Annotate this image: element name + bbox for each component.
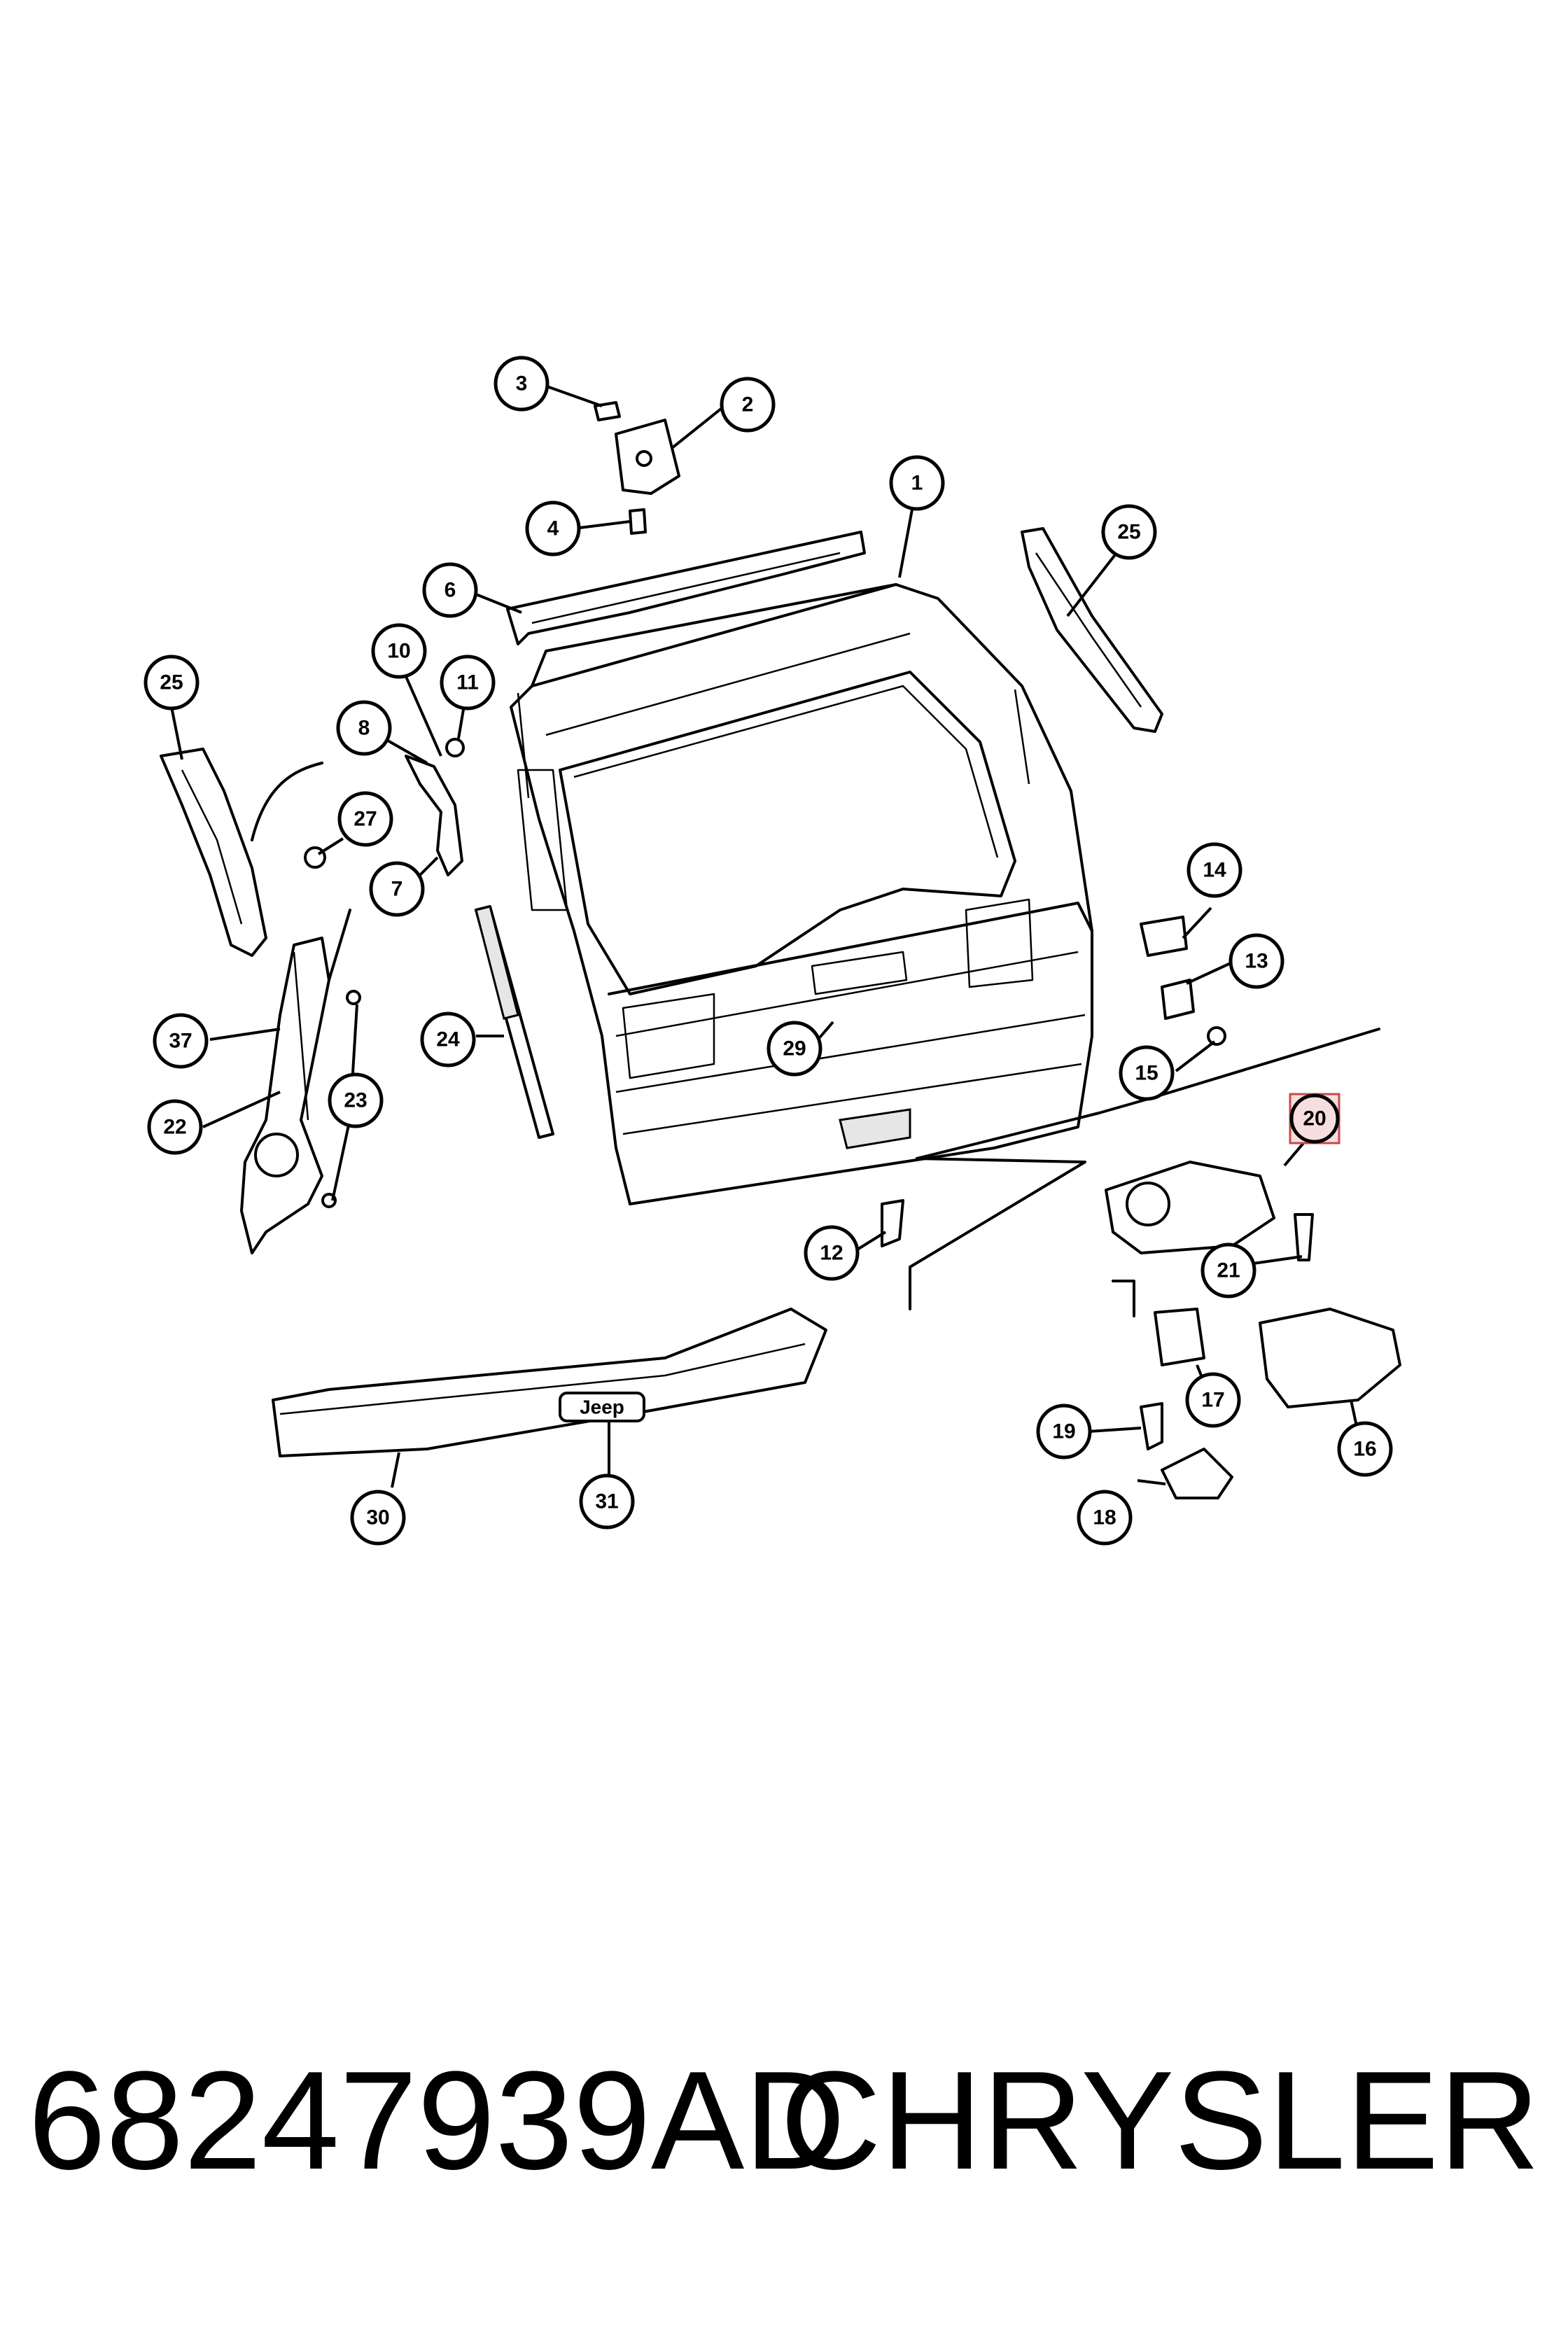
clip (445, 738, 465, 757)
gasket (1161, 979, 1195, 1020)
callout-label: 25 (1117, 521, 1140, 544)
manufacturer-name: CHRYSLER (780, 2043, 1540, 2199)
power-liftgate-drive (240, 909, 351, 1254)
callout-label: 12 (820, 1242, 843, 1265)
bumper-stop (881, 1199, 904, 1247)
cable-rod (1112, 1280, 1135, 1317)
callout-14: 14 (1186, 842, 1242, 898)
callout-label: 18 (1093, 1506, 1116, 1530)
detail-callout-lines (909, 1028, 1380, 1310)
hinge-nut (629, 508, 647, 535)
callout-13: 13 (1228, 933, 1284, 989)
callout-label: 29 (783, 1037, 806, 1060)
part-number: 68247939AD (28, 2043, 846, 2199)
callout-label: 8 (358, 717, 370, 740)
hinge (615, 419, 680, 495)
liftgate-panel (510, 583, 1093, 1205)
callout-label: 2 (742, 393, 754, 416)
callout-label: 16 (1353, 1438, 1376, 1461)
callout-22: 22 (147, 1099, 203, 1155)
callout-label: 10 (387, 640, 410, 663)
callout-label: 6 (444, 579, 456, 602)
callout-23: 23 (328, 1072, 384, 1128)
exploded-parts-diagram: Jeep (144, 356, 1401, 1546)
callout-label: 11 (456, 671, 479, 694)
callout-label: 4 (547, 517, 559, 540)
callout-1: 1 (889, 455, 945, 511)
leader-lines (170, 382, 1363, 1491)
callout-label: 7 (391, 878, 403, 901)
callout-label: 19 (1052, 1420, 1075, 1443)
footer: 68247939AD CHRYSLER (0, 2051, 1568, 2261)
callout-label: 1 (911, 472, 923, 495)
callout-6: 6 (422, 562, 478, 618)
callout-2: 2 (720, 377, 776, 433)
callout-15: 15 (1119, 1045, 1175, 1101)
header-weatherstrip (506, 531, 866, 645)
retainer (1207, 1026, 1226, 1046)
callout-label: 22 (163, 1116, 186, 1139)
callout-4: 4 (525, 500, 581, 556)
push-nut (1140, 1402, 1163, 1450)
callout-19: 19 (1036, 1404, 1092, 1460)
callout-29: 29 (766, 1021, 822, 1077)
rear-spoiler: Jeep (272, 1308, 827, 1457)
callout-24: 24 (420, 1011, 476, 1068)
callout-17: 17 (1185, 1372, 1241, 1428)
callout-label: 3 (516, 372, 528, 396)
callout-label: 23 (344, 1089, 367, 1112)
callout-10: 10 (371, 623, 427, 679)
striker (1161, 1448, 1233, 1499)
callout-label: 17 (1201, 1389, 1224, 1412)
callout-30: 30 (350, 1490, 406, 1546)
callout-12: 12 (804, 1225, 860, 1281)
gas-strut (475, 905, 554, 1139)
callout-25-right: 25 (1101, 504, 1157, 560)
callout-label: 30 (366, 1506, 389, 1530)
callout-27: 27 (337, 791, 393, 847)
callout-label: 37 (169, 1030, 192, 1053)
callout-label: 20 (1303, 1107, 1326, 1130)
callout-20-highlighted[interactable]: 20 (1289, 1093, 1340, 1144)
callout-label: 31 (595, 1490, 618, 1513)
release-switch (1259, 1308, 1401, 1408)
latch-bezel (1140, 916, 1188, 957)
callout-18: 18 (1077, 1490, 1133, 1546)
callout-label: 21 (1217, 1259, 1240, 1282)
callout-37: 37 (153, 1013, 209, 1069)
right-d-pillar-trim (1021, 527, 1163, 733)
striker-screw (1294, 1213, 1314, 1261)
jeep-emblem-text: Jeep (580, 1396, 624, 1418)
callout-25-left: 25 (144, 654, 200, 710)
callout-7: 7 (369, 861, 425, 917)
callout-21: 21 (1200, 1242, 1256, 1298)
callout-label: 13 (1245, 950, 1268, 973)
lock-actuator (1105, 1161, 1275, 1254)
callout-16: 16 (1337, 1421, 1393, 1477)
callout-11: 11 (440, 654, 496, 710)
callout-3: 3 (493, 356, 550, 412)
callout-label: 24 (436, 1028, 460, 1051)
callout-label: 15 (1135, 1062, 1158, 1085)
callout-label: 27 (354, 808, 377, 831)
cable-bracket (405, 755, 463, 876)
left-d-pillar-trim (160, 748, 323, 957)
callout-label: 14 (1203, 859, 1226, 882)
latch-bracket (1154, 1308, 1205, 1366)
callout-8: 8 (336, 700, 392, 756)
callout-31: 31 (579, 1474, 635, 1530)
callout-label: 25 (160, 671, 183, 694)
